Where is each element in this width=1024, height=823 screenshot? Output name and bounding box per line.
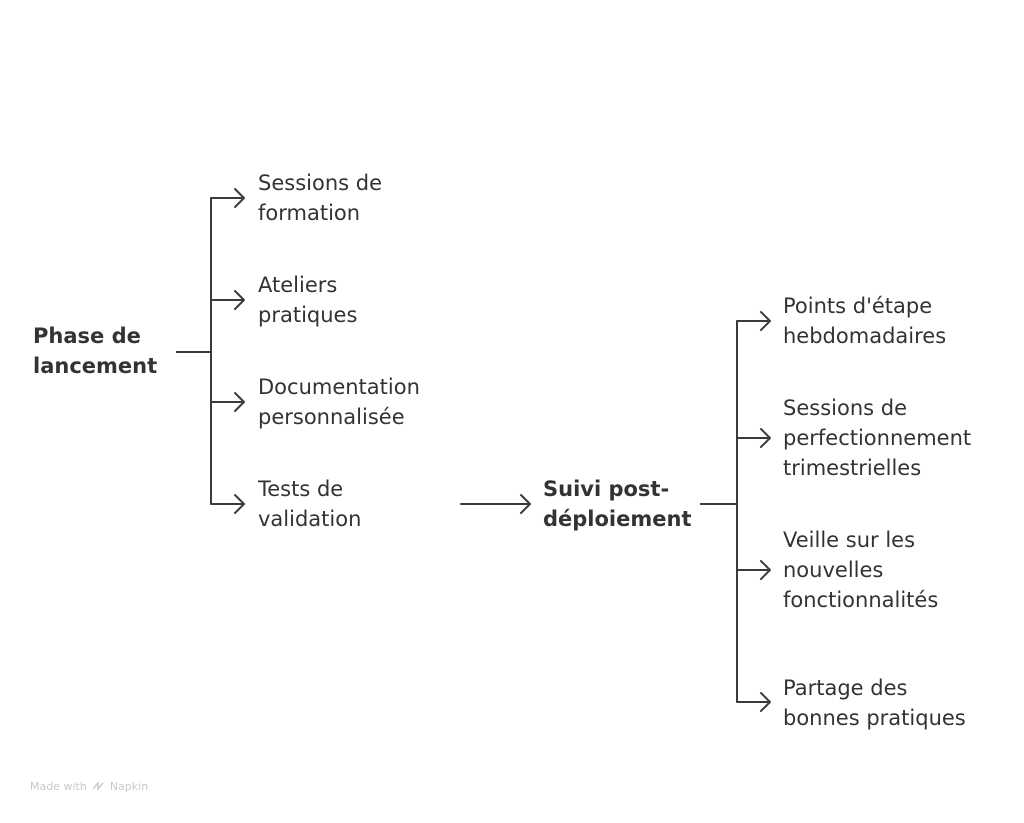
followup-node-label: Suivi post- déploiement: [543, 474, 692, 534]
branch-arrow-points-etape: [736, 311, 771, 331]
branch-label-partage: Partage des bonnes pratiques: [783, 673, 966, 733]
watermark-brand: Napkin: [109, 780, 149, 793]
branch-line: Documentation: [258, 375, 420, 399]
branch-arrow-partage: [736, 692, 771, 712]
watermark: Made with Napkin: [30, 780, 148, 793]
root-node-label: Phase de lancement: [33, 321, 157, 381]
branch-line: fonctionnalités: [783, 588, 939, 612]
branch-arrow-sessions-formation: [210, 188, 245, 208]
branch-label-perfectionnement: Sessions de perfectionnement trimestriel…: [783, 393, 971, 483]
branch-label-points-etape: Points d'étape hebdomadaires: [783, 291, 946, 351]
branch-arrow-perfectionnement: [736, 428, 771, 448]
branch-line: Sessions de: [258, 171, 382, 195]
root-line-2: lancement: [33, 354, 158, 378]
branch-line: Partage des: [783, 676, 908, 700]
watermark-text: Made with: [30, 780, 87, 793]
branch-label-tests: Tests de validation: [258, 474, 361, 534]
branch-line: Veille sur les: [783, 528, 916, 552]
link-arrow-followup: [460, 494, 531, 514]
napkin-logo-icon: [92, 781, 104, 791]
root-line-1: Phase de: [33, 324, 141, 348]
branch-arrow-veille: [736, 560, 771, 580]
branch-line: trimestrielles: [783, 456, 922, 480]
branch-arrow-documentation: [210, 392, 245, 412]
branch-arrow-ateliers: [210, 290, 245, 310]
branch-label-documentation: Documentation personnalisée: [258, 372, 420, 432]
branch-label-ateliers: Ateliers pratiques: [258, 270, 357, 330]
branch-line: validation: [258, 507, 362, 531]
followup-line-1: Suivi post-: [543, 477, 670, 501]
branch-line: Points d'étape: [783, 294, 933, 318]
branch-line: Ateliers: [258, 273, 338, 297]
branch-line: pratiques: [258, 303, 358, 327]
branch-line: formation: [258, 201, 361, 225]
branch-line: personnalisée: [258, 405, 405, 429]
branch-label-sessions-formation: Sessions de formation: [258, 168, 382, 228]
branch-line: nouvelles: [783, 558, 884, 582]
branch-label-veille: Veille sur les nouvelles fonctionnalités: [783, 525, 938, 615]
branch-line: hebdomadaires: [783, 324, 947, 348]
followup-line-2: déploiement: [543, 507, 692, 531]
branch-line: perfectionnement: [783, 426, 972, 450]
branch-arrow-tests: [210, 494, 245, 514]
branch-line: Sessions de: [783, 396, 907, 420]
branch-line: Tests de: [258, 477, 344, 501]
branch-line: bonnes pratiques: [783, 706, 966, 730]
